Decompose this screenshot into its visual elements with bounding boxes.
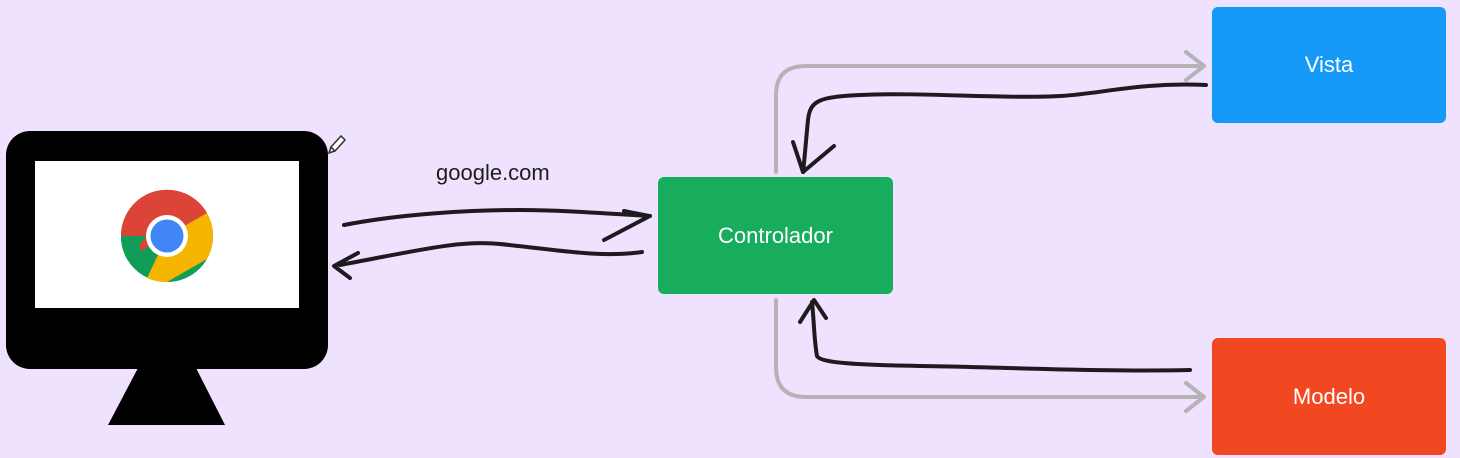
vista-node[interactable]: Vista <box>1212 7 1446 123</box>
arrow-modelo-to-controlador-head <box>798 298 828 324</box>
arrow-vista-to-controlador <box>801 82 1208 174</box>
arrow-controlador-to-browser-head <box>332 251 360 280</box>
controlador-label: Controlador <box>718 222 833 248</box>
monitor-stand <box>108 368 225 425</box>
pencil-cursor-icon <box>327 134 347 155</box>
arrow-browser-to-controlador <box>342 208 652 227</box>
connector-modelo-arrowhead <box>1184 381 1206 413</box>
connector-controlador-to-vista <box>774 64 1204 174</box>
modelo-label: Modelo <box>1292 383 1366 409</box>
arrow-vista-to-controlador-head <box>791 140 836 174</box>
connector-vista-arrowhead <box>1184 50 1206 82</box>
modelo-node[interactable]: Modelo <box>1212 338 1446 455</box>
connector-controlador-to-modelo <box>774 298 1204 399</box>
vista-label: Vista <box>1304 52 1354 77</box>
chrome-icon <box>120 189 214 283</box>
arrow-controlador-to-browser <box>338 241 644 267</box>
handdrawn-arrows <box>332 82 1208 373</box>
arrow-browser-to-controlador-head <box>602 209 651 242</box>
url-label: google.com <box>436 160 550 185</box>
controlador-node[interactable]: Controlador <box>658 177 893 294</box>
monitor-icon <box>6 131 328 425</box>
connector-lines <box>774 50 1206 413</box>
arrow-modelo-to-controlador <box>810 300 1192 373</box>
